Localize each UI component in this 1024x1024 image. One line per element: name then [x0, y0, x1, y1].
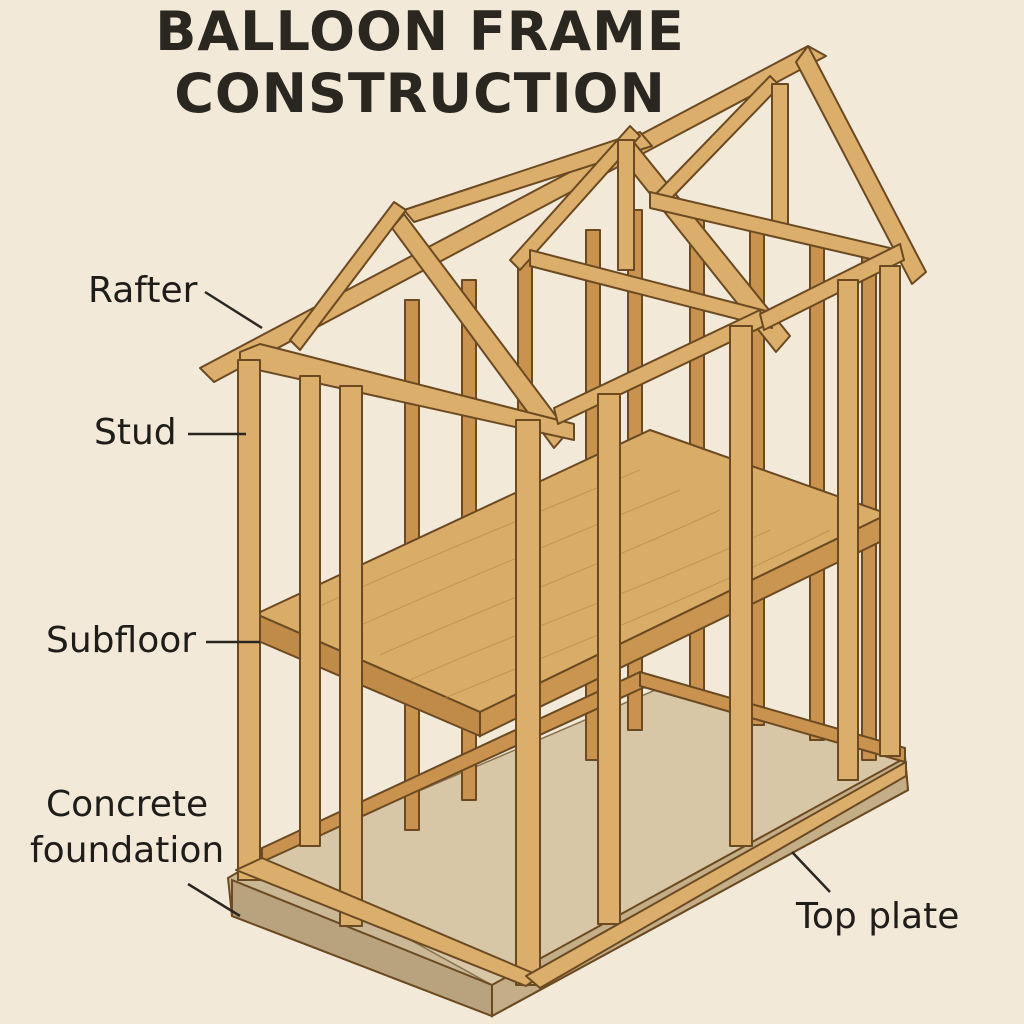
rafters — [199, 45, 927, 449]
label-rafter: Rafter — [88, 270, 198, 311]
label-top-plate: Top plate — [796, 896, 960, 937]
side-bottom-plate — [525, 761, 907, 989]
leader-lines — [187, 290, 831, 918]
label-subfloor: Subfloor — [46, 620, 197, 661]
cross-plate-right — [759, 243, 905, 331]
mid-top-plate — [529, 249, 773, 329]
top-plate-leader — [791, 851, 831, 893]
rafter-leader — [204, 290, 263, 330]
front-wall-studs — [237, 265, 901, 986]
diagram-title-line2: CONSTRUCTION — [174, 62, 666, 125]
label-concrete-line2: foundation — [30, 830, 225, 871]
foundation-leader — [187, 882, 241, 918]
diagram-title-line1: BALLOON FRAME — [155, 0, 685, 63]
label-stud: Stud — [94, 412, 177, 453]
label-concrete-line1: Concrete — [46, 784, 209, 825]
